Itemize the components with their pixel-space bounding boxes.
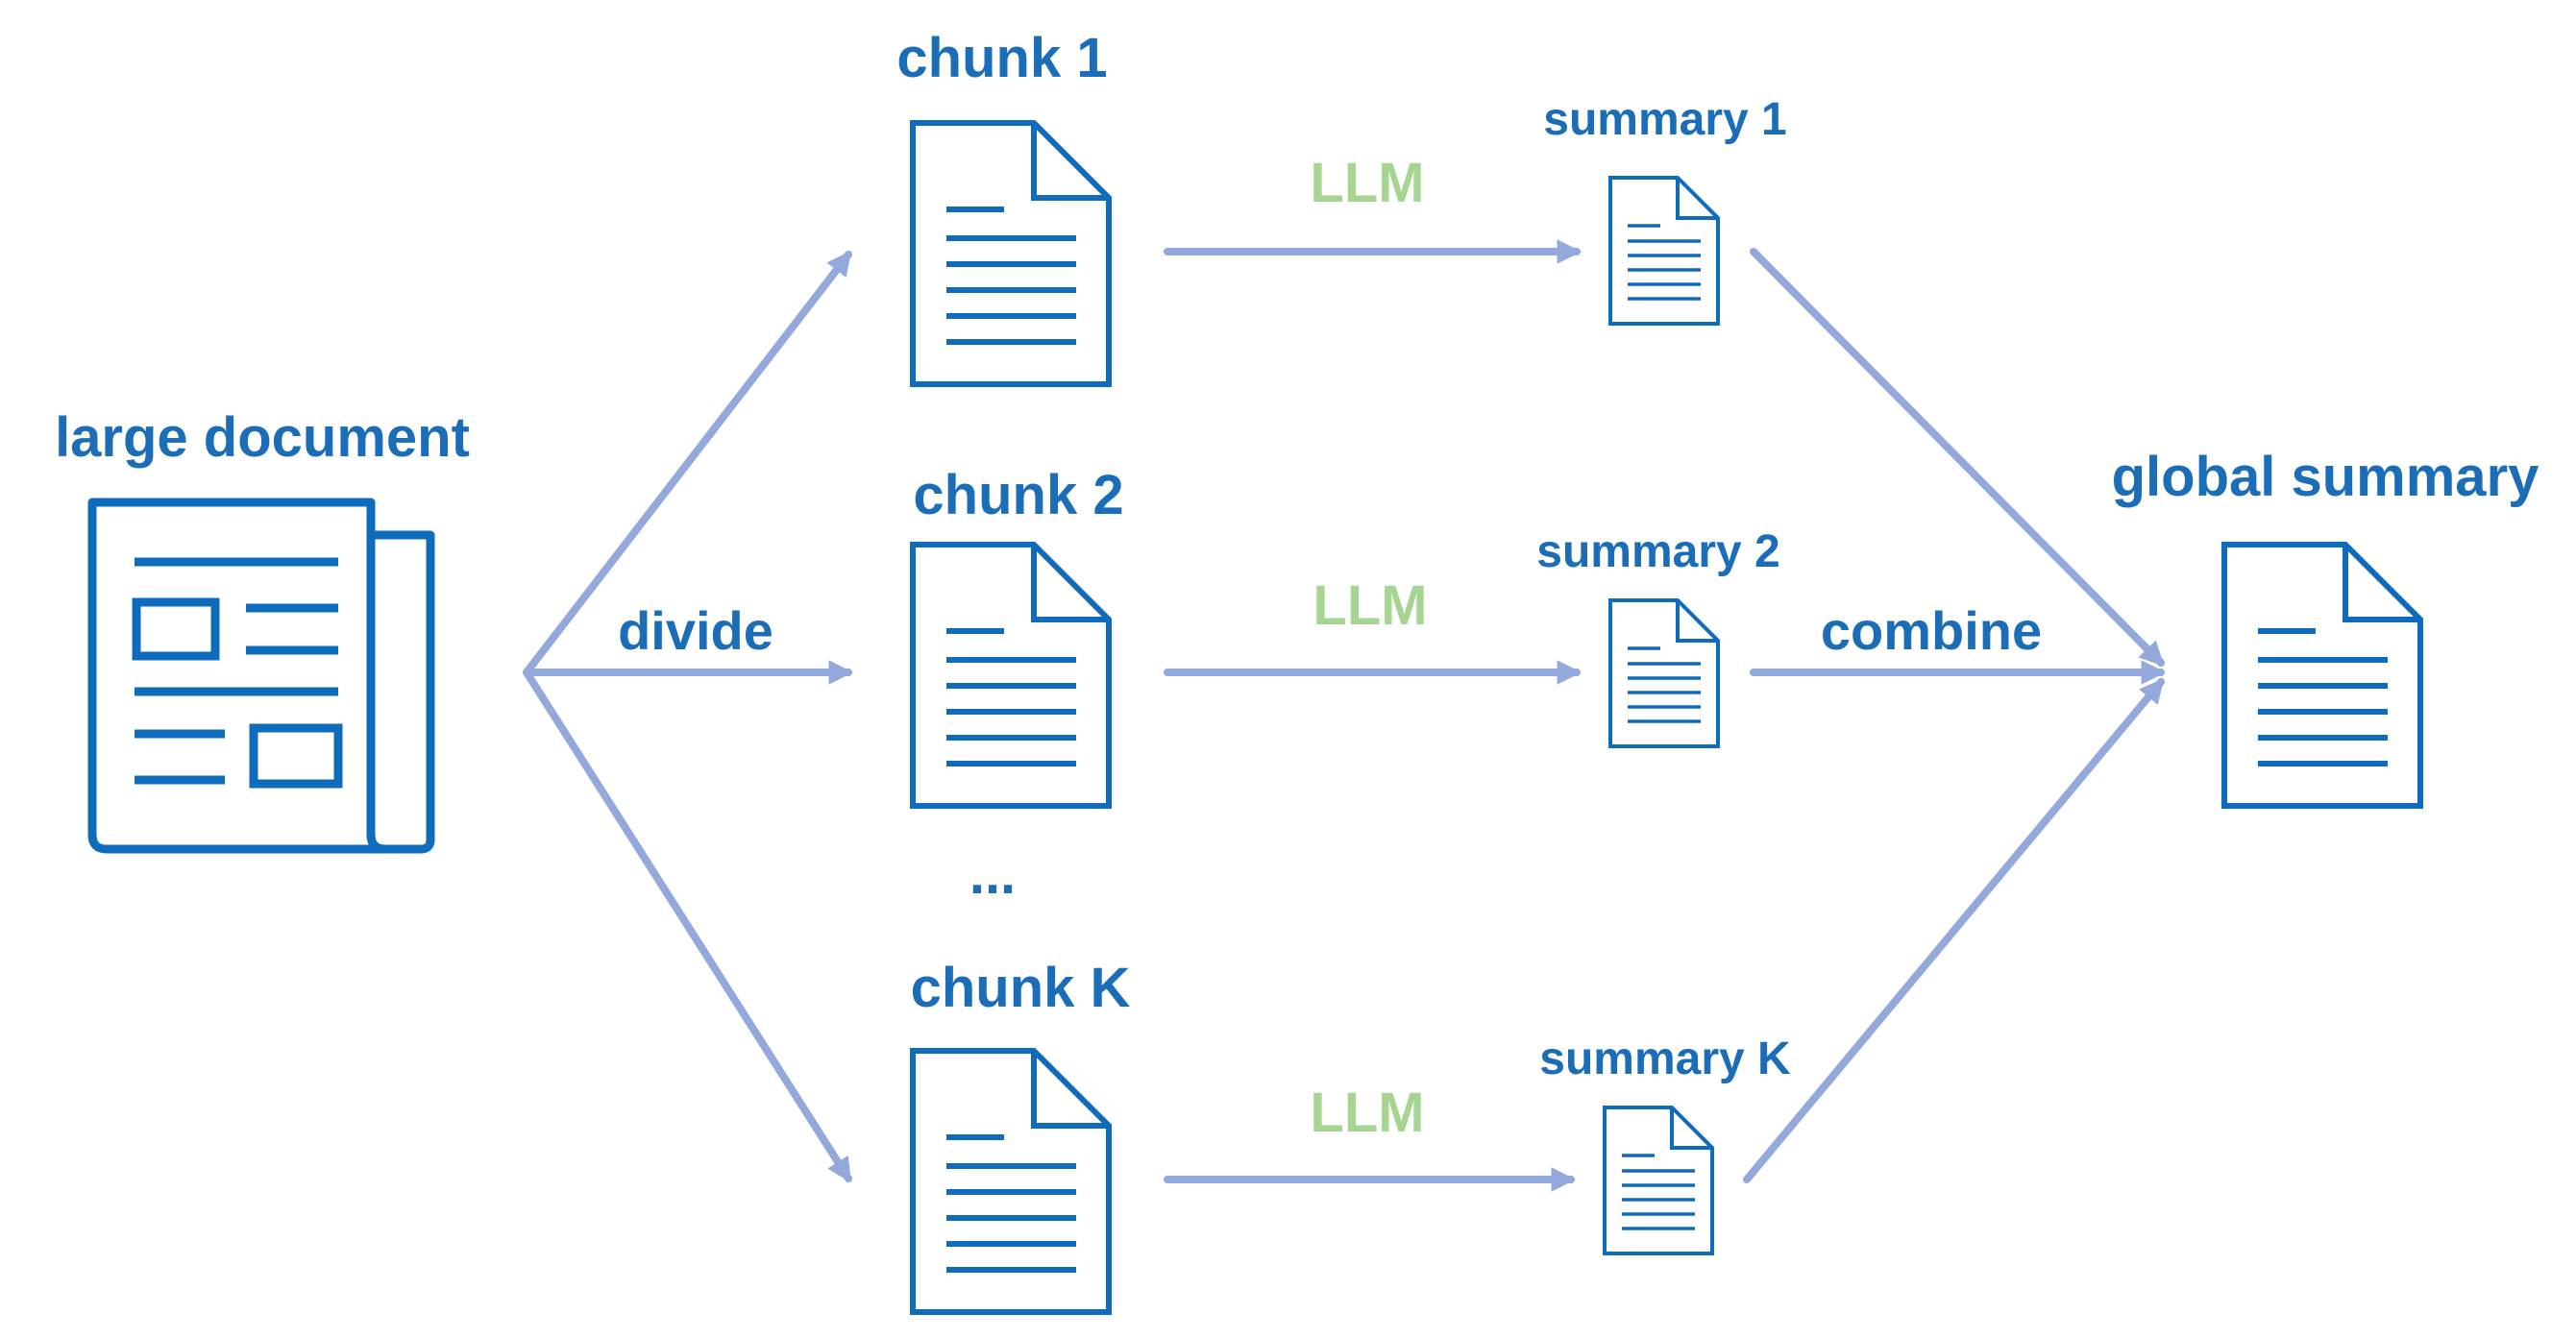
global-summary-document-icon — [2224, 545, 2420, 806]
chunk-1-label: chunk 1 — [896, 27, 1107, 89]
chunk-1-document-icon — [913, 123, 1109, 384]
chunk-k-document-icon — [913, 1051, 1109, 1312]
chunk-2-label: chunk 2 — [913, 464, 1123, 526]
divide-label: divide — [618, 600, 773, 661]
summary-k-label: summary K — [1539, 1034, 1791, 1084]
llm-label-2: LLM — [1313, 574, 1427, 637]
llm-label-k: LLM — [1310, 1082, 1424, 1144]
summary-2-document-icon — [1608, 598, 1720, 748]
combine-arrow-from-summary-1 — [1750, 248, 2165, 667]
chunk-2-document-icon — [913, 545, 1109, 806]
global-summary-label: global summary — [2112, 446, 2539, 508]
divide-arrow-to-chunk-k — [523, 669, 852, 1183]
large-document-label: large document — [55, 406, 470, 469]
summary-2-label: summary 2 — [1536, 526, 1779, 577]
combine-label: combine — [1821, 600, 2042, 661]
llm-label-1: LLM — [1310, 152, 1424, 214]
summary-1-document-icon — [1608, 176, 1720, 326]
divide-arrow-to-chunk-1 — [523, 250, 852, 676]
combine-arrow-from-summary-k — [1743, 678, 2165, 1183]
summary-k-document-icon — [1603, 1106, 1714, 1255]
ellipsis: ... — [969, 843, 1016, 906]
summary-1-label: summary 1 — [1543, 94, 1786, 145]
chunk-k-label: chunk K — [911, 957, 1131, 1019]
newspaper-icon — [87, 498, 435, 854]
